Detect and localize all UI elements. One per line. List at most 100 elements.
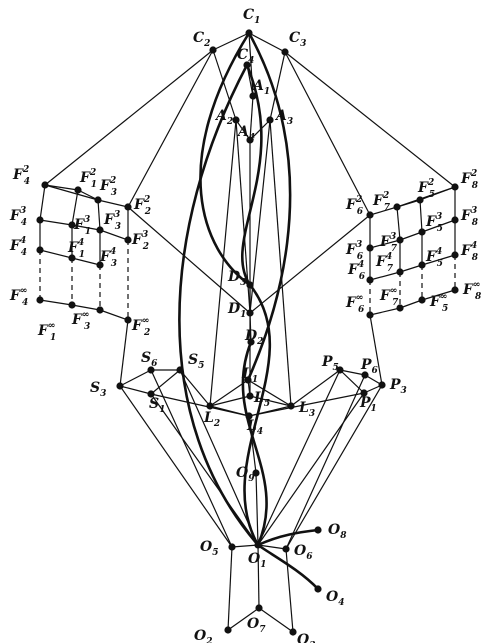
edge-l5-l3	[249, 395, 292, 407]
node-f6-3	[366, 244, 374, 252]
node-c1	[245, 29, 253, 37]
node-s3	[116, 382, 124, 390]
edge-f8-2-f7-2	[396, 186, 456, 208]
edge-o5-o2	[227, 546, 233, 631]
node-d1	[246, 309, 254, 317]
curve-c4-d3	[240, 64, 263, 286]
node-f8-2	[451, 183, 459, 191]
node-f2-2	[124, 203, 132, 211]
node-f6-2	[366, 211, 374, 219]
node-label-o8: O8	[328, 522, 347, 541]
node-label-l1: L1	[241, 366, 258, 385]
edge-f5-inf-f7-inf	[399, 299, 423, 309]
node-label-a2: A2	[214, 108, 233, 127]
node-f7-3	[396, 236, 404, 244]
edge-s3-o5	[119, 385, 233, 548]
node-label-f6-inf: F∞6	[345, 293, 365, 315]
node-o6	[282, 545, 290, 553]
edge-f8-3-f5-3	[421, 219, 456, 233]
edge-f7-4-f6-4	[369, 271, 401, 281]
edge-o1-o7	[257, 544, 260, 609]
node-o2	[224, 626, 232, 634]
edge-o7-o3	[258, 607, 294, 633]
edge-s5-l2	[179, 369, 211, 407]
edge-c2-f4-2	[44, 49, 214, 186]
node-f3-2	[94, 196, 102, 204]
edge-a2-a4	[235, 119, 251, 141]
node-f5-2	[416, 196, 424, 204]
node-f5-3	[418, 228, 426, 236]
node-label-o5: O5	[200, 539, 218, 558]
edge-c3-a3	[269, 51, 286, 121]
node-label-a1: A1	[251, 78, 270, 97]
edge-f4-3-f1-3	[39, 219, 73, 226]
edge-s3-s1	[119, 385, 152, 395]
edge-s5-o1	[179, 369, 259, 546]
node-o1	[254, 541, 262, 549]
curve-c1-l1	[246, 32, 292, 381]
edge-l4-l3	[248, 405, 292, 417]
node-a3	[266, 116, 274, 124]
edge-c1-c3	[248, 32, 286, 53]
node-l4	[245, 412, 253, 420]
edge-a2-l2	[209, 119, 237, 407]
node-c3	[281, 48, 289, 56]
curve-o8-o1	[257, 528, 319, 547]
edge-f8-inf-f5-inf	[421, 289, 456, 301]
edge-c3-f8-2	[284, 51, 456, 188]
edge-c2-c1	[212, 32, 250, 51]
node-label-o1: O1	[248, 551, 266, 570]
node-label-p5: P5	[321, 354, 339, 373]
node-f4-2	[41, 181, 49, 189]
edge-c1-a1	[248, 32, 254, 97]
node-label-l2: L2	[203, 410, 220, 429]
node-label-d2: D2	[244, 328, 263, 347]
node-label-f1-inf: F∞1	[37, 321, 56, 343]
curves-layer	[178, 32, 319, 590]
edge-c3-f6-2	[284, 51, 371, 216]
node-label-l5: L5	[253, 390, 270, 409]
edge-f3-3-f2-3	[99, 229, 129, 241]
node-f6-4	[366, 276, 374, 284]
node-f8-inf	[451, 286, 459, 294]
node-label-a4: A4	[236, 124, 255, 143]
node-label-d3: D3	[227, 269, 246, 288]
node-label-s6: S6	[141, 350, 158, 369]
edge-f2-inf-s3	[119, 319, 129, 387]
edge-p6-o6	[285, 374, 366, 550]
edge-c2-f2-2	[127, 49, 214, 208]
node-f1-3	[68, 221, 76, 229]
node-f2-inf	[124, 316, 132, 324]
node-f6-inf	[366, 311, 374, 319]
node-f5-inf	[418, 296, 426, 304]
node-f7-inf	[396, 304, 404, 312]
node-label-f3-inf: F∞3	[71, 310, 90, 332]
node-o9	[252, 469, 260, 477]
node-l2	[206, 402, 214, 410]
edge-f7-2-f7-3	[396, 206, 401, 241]
node-label-s3: S3	[90, 380, 106, 399]
node-a1	[249, 92, 257, 100]
curve-c4-o1	[178, 64, 259, 546]
node-label-f4-inf: F∞4	[9, 286, 28, 308]
edge-p1-l4	[248, 392, 365, 417]
edge-f1-2-f1-3	[71, 189, 79, 226]
edge-f8-4-f5-4	[421, 254, 456, 266]
edge-s3-s6	[119, 369, 152, 387]
edge-s1-s5	[150, 369, 181, 395]
node-p5	[336, 366, 344, 374]
curve-c1-d3	[199, 32, 251, 287]
